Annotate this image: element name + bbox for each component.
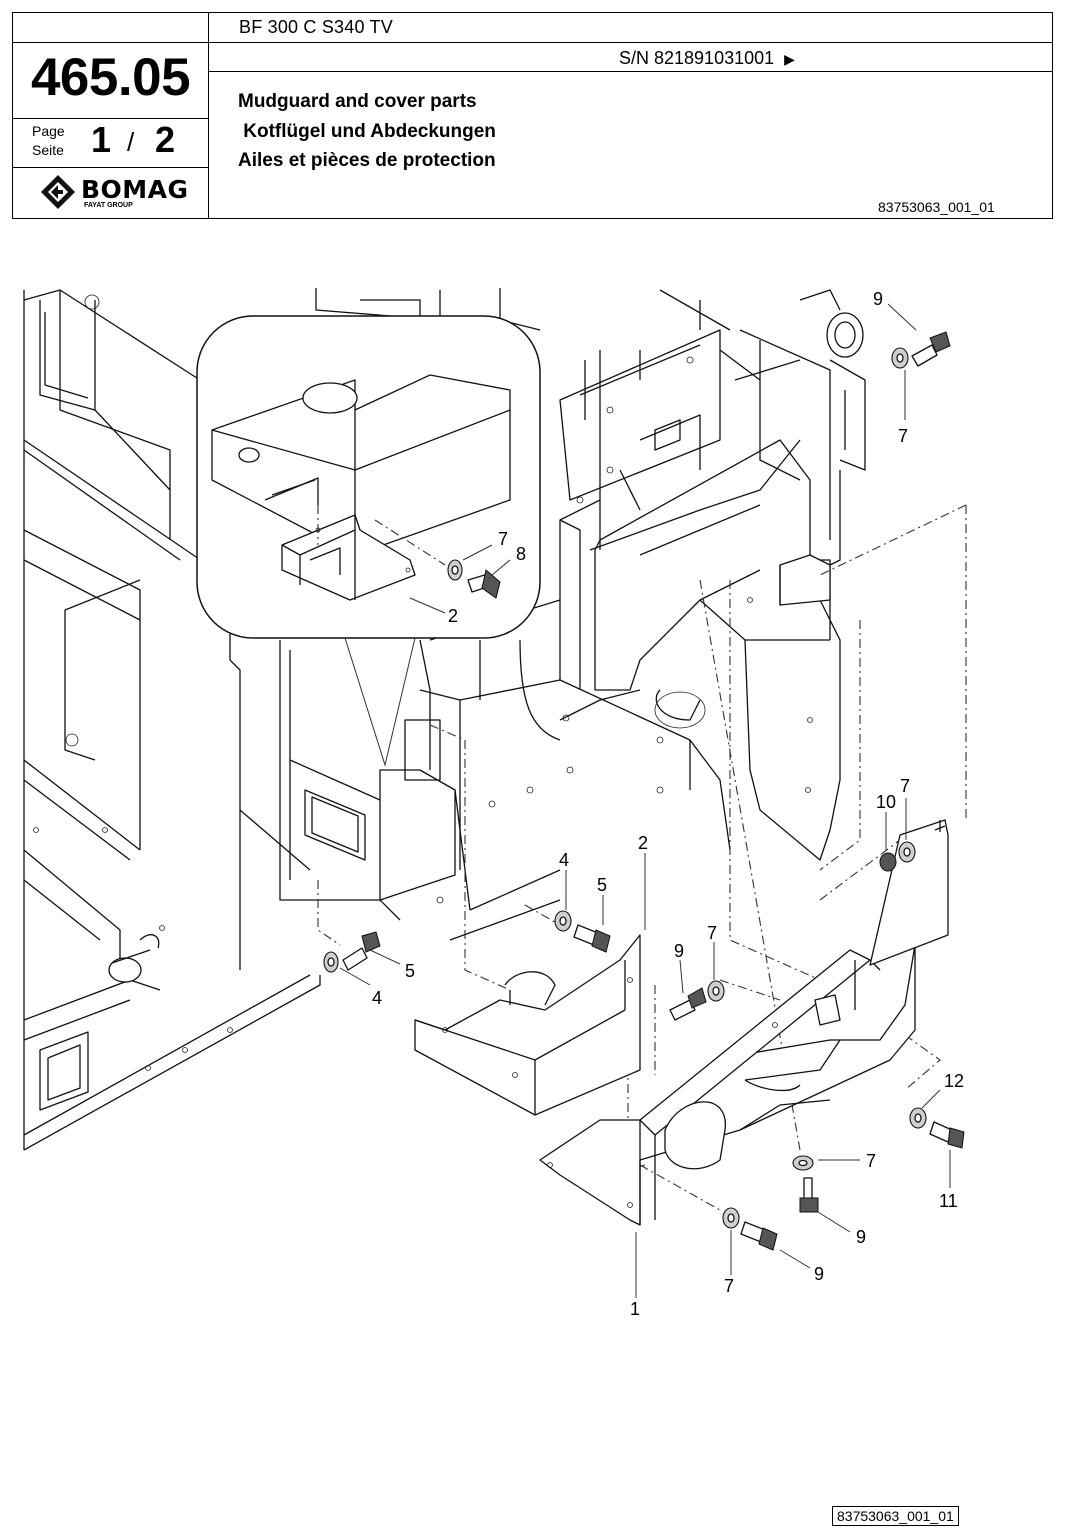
header-divider-group bbox=[13, 118, 208, 119]
callout-7-bracket: 7 bbox=[900, 776, 910, 796]
machine-frame-center bbox=[279, 288, 866, 941]
callout-5-center: 5 bbox=[597, 875, 607, 895]
cover-plate-right bbox=[594, 439, 841, 861]
page-label-de: Seite bbox=[32, 142, 64, 158]
callout-7-lower: 7 bbox=[866, 1151, 876, 1171]
callout-labels: 9 7 7 8 2 10 7 4 5 2 5 4 9 7 12 7 11 9 9… bbox=[372, 289, 964, 1319]
callout-7-center: 7 bbox=[707, 923, 717, 943]
title-fr: Ailes et pièces de protection bbox=[238, 150, 496, 171]
callout-leaders bbox=[339, 303, 951, 1298]
serial-text: S/N 821891031001 bbox=[619, 48, 775, 68]
brand-name: BOMAG bbox=[81, 175, 189, 204]
callout-12: 12 bbox=[944, 1071, 964, 1091]
header-divider-page bbox=[13, 167, 208, 168]
callout-11: 11 bbox=[939, 1191, 958, 1211]
page-total: 2 bbox=[155, 119, 176, 160]
mudguard-part-2 bbox=[414, 934, 641, 1116]
serial-arrow-icon: ▶ bbox=[784, 51, 795, 67]
callout-7-top: 7 bbox=[898, 426, 908, 446]
hardware-items bbox=[323, 331, 965, 1251]
serial-number: S/N 821891031001 ▶ bbox=[619, 48, 795, 69]
callout-5-left: 5 bbox=[405, 961, 415, 981]
brand-sub: FAYAT GROUP bbox=[84, 202, 133, 209]
callout-9-lower: 9 bbox=[856, 1227, 866, 1247]
page-labels: Page Seite bbox=[32, 122, 65, 160]
bolt-icon bbox=[481, 569, 501, 599]
footer-drawing-id: 83753063_001_01 bbox=[832, 1506, 959, 1526]
hinge-bolt-icon bbox=[108, 957, 142, 983]
page-label-en: Page bbox=[32, 123, 65, 139]
header-block: BF 300 C S340 TV S/N 821891031001 ▶ 465.0… bbox=[12, 12, 1053, 219]
page-indicator: Page Seite 1 / 2 bbox=[13, 119, 208, 167]
callout-2-main: 2 bbox=[638, 833, 648, 853]
title-en: Mudguard and cover parts bbox=[238, 91, 477, 112]
title-block: Mudguard and cover parts Kotflügel und A… bbox=[238, 87, 496, 176]
callout-9-bottom: 9 bbox=[814, 1264, 824, 1284]
callout-7-detail: 7 bbox=[498, 529, 508, 549]
bomag-diamond-icon bbox=[41, 175, 75, 209]
callout-8-detail: 8 bbox=[516, 544, 526, 564]
callout-9-top: 9 bbox=[873, 289, 883, 309]
page-separator: / bbox=[127, 127, 135, 157]
mudguard-part-1 bbox=[539, 944, 916, 1226]
machine-frame-left bbox=[23, 289, 321, 1151]
bracket-part-10 bbox=[869, 819, 949, 966]
header-divider-vertical bbox=[208, 13, 209, 218]
header-divider-serial bbox=[208, 71, 1052, 72]
page-current: 1 bbox=[91, 119, 112, 160]
callout-9-center: 9 bbox=[674, 941, 684, 961]
callout-4-center: 4 bbox=[559, 850, 569, 870]
callout-4-left: 4 bbox=[372, 988, 382, 1008]
callout-1: 1 bbox=[630, 1299, 640, 1319]
model-name: BF 300 C S340 TV bbox=[239, 17, 393, 37]
callout-10: 10 bbox=[876, 792, 896, 812]
group-number: 465.05 bbox=[30, 48, 191, 107]
callout-7-bottom: 7 bbox=[724, 1276, 734, 1296]
header-divider-top bbox=[13, 42, 1052, 43]
callout-2-detail: 2 bbox=[448, 606, 458, 626]
title-de: Kotflügel und Abdeckungen bbox=[238, 120, 496, 142]
detail-view-bubble bbox=[196, 315, 541, 767]
bomag-logo: BOMAG FAYAT GROUP bbox=[39, 173, 189, 213]
doc-number: 83753063_001_01 bbox=[878, 199, 995, 215]
